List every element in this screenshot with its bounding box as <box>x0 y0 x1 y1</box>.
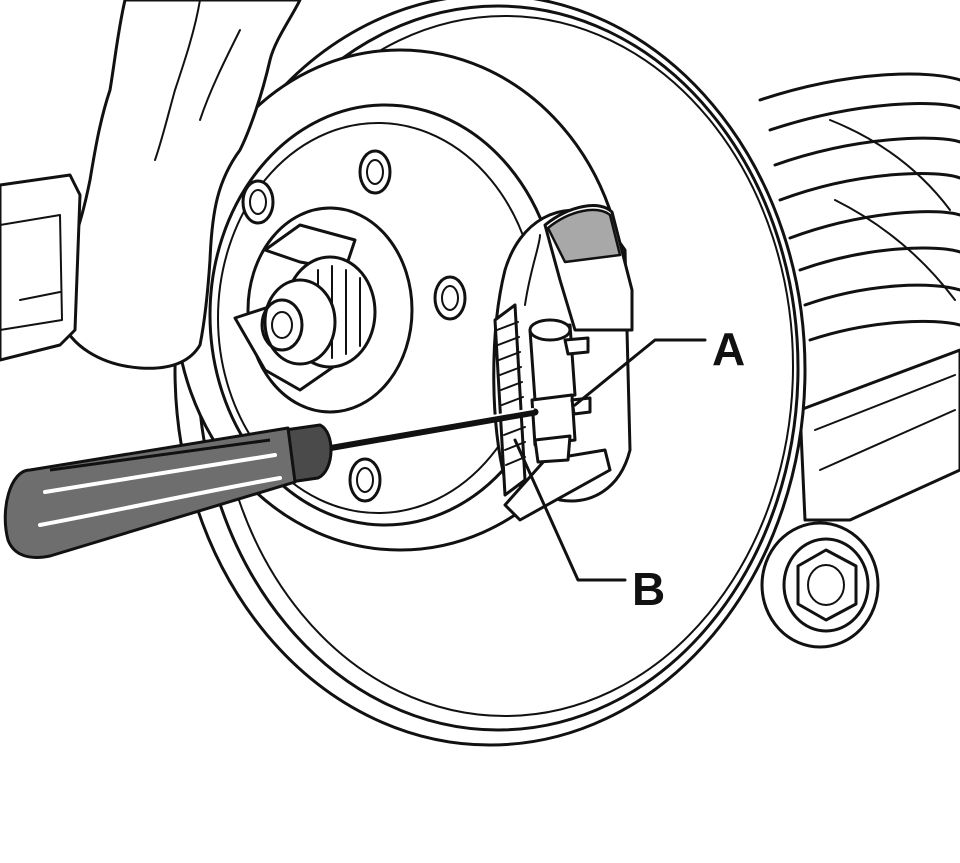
callout-leaders <box>513 338 707 582</box>
brake-adjuster <box>528 318 592 464</box>
coil-spring <box>758 72 960 342</box>
leader-line-a <box>573 338 707 407</box>
steering-knuckle <box>0 0 302 370</box>
control-arm <box>798 348 960 522</box>
axle-hub <box>233 206 414 414</box>
wheel-stud-holes <box>241 149 467 503</box>
screwdriver <box>3 408 539 559</box>
callout-label-a: A <box>712 323 745 375</box>
brake-shoe <box>503 204 634 522</box>
callout-label-b: B <box>632 563 665 615</box>
arm-bolt <box>760 521 880 649</box>
leader-line-b <box>513 438 627 582</box>
